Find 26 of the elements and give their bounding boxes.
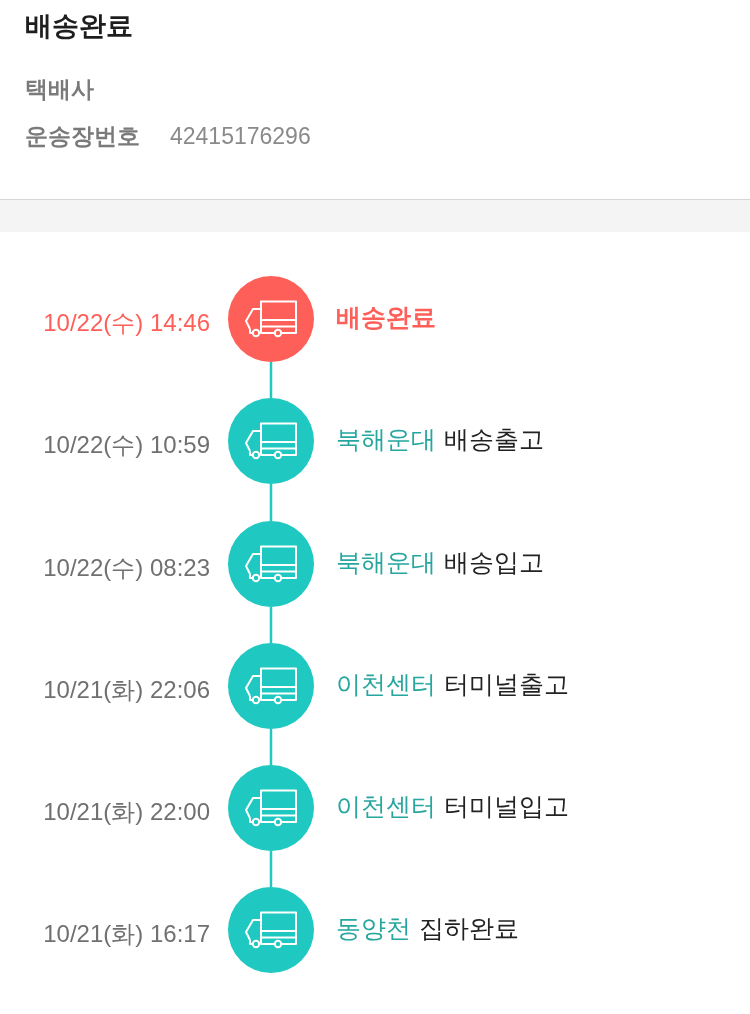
page-title: 배송완료 xyxy=(25,10,133,43)
date-time-text: 10/22(수) 14:46 xyxy=(43,308,210,338)
status-text: 터미널입고 xyxy=(443,791,569,822)
date-time-text: 10/21(화) 22:06 xyxy=(43,675,210,705)
date-time-text: 10/22(수) 08:23 xyxy=(43,553,210,583)
field-label: 운송장번호 xyxy=(25,122,140,151)
connector-line xyxy=(269,362,273,398)
connector-line xyxy=(269,607,273,643)
location-text: 북해운대 xyxy=(336,547,436,578)
status-text: 집하완료 xyxy=(418,913,519,944)
location-text: 동양천 xyxy=(336,913,411,944)
field-label: 택배사 xyxy=(25,75,94,104)
connector-line xyxy=(269,851,273,887)
status-text: 배송출고 xyxy=(443,424,544,455)
status-text: 배송완료 xyxy=(336,302,436,333)
field-value: 42415176296 xyxy=(170,122,311,151)
connector-line xyxy=(269,484,273,521)
location-text: 이천센터 xyxy=(336,791,436,822)
date-time-text: 10/21(화) 16:17 xyxy=(43,919,210,949)
location-text: 북해운대 xyxy=(336,424,436,455)
date-time-text: 10/21(화) 22:00 xyxy=(43,797,210,827)
status-text: 터미널출고 xyxy=(443,669,569,700)
status-text: 배송입고 xyxy=(443,547,544,578)
connector-line xyxy=(269,729,273,765)
date-time-text: 10/22(수) 10:59 xyxy=(43,430,210,460)
location-text: 이천센터 xyxy=(336,669,436,700)
